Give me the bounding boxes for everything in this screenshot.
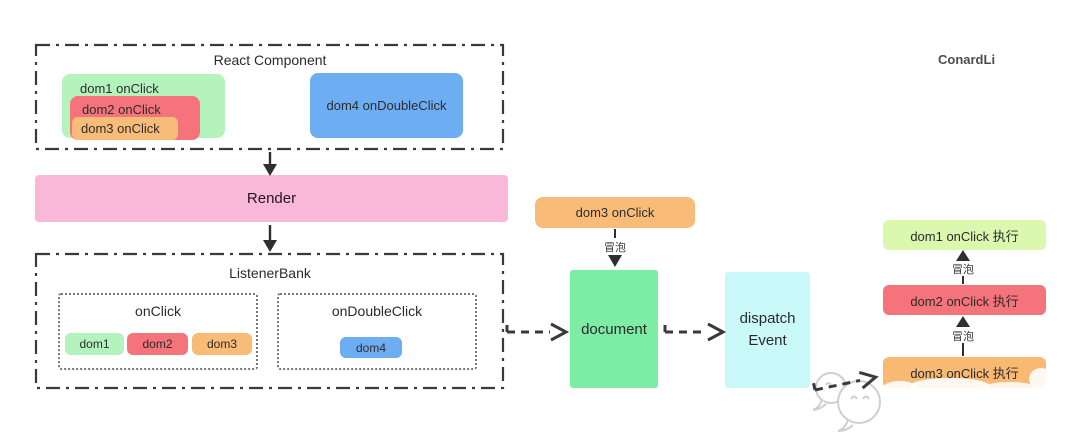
author-watermark: ConardLi [938,52,996,67]
trigger-dom3-onclick-box: dom3 onClick [535,197,695,228]
react-component-title: React Component [213,52,327,68]
render-step-label: Render [246,190,297,207]
exec-dom2-box: dom2 onClick 执行 [883,285,1046,315]
exec-dom3-box: dom3 onClick 执行 [883,357,1046,388]
chip-dom2-label: dom2 [142,337,173,351]
chip-dom2: dom2 [127,333,188,355]
chip-dom1-label: dom1 [79,337,110,351]
listener-group-onclick-title: onClick [135,303,181,319]
listener-group-onclick: onClick [58,293,258,370]
handler-dom3-onclick: dom3 onClick [72,117,178,140]
handler-dom2-label: dom2 onClick [82,102,161,117]
arrow-dispatch-to-exec3 [812,370,879,392]
document-label: document [581,320,647,338]
render-step-box: Render [35,175,508,222]
arrow-render-to-listenerbank [263,225,277,252]
exec-dom1-box: dom1 onClick 执行 [883,220,1046,250]
listener-group-ondoubleclick: onDoubleClick [277,293,477,370]
exec-dom3-label: dom3 onClick 执行 [910,366,1019,381]
watermark-doodle-icon [812,372,881,432]
arrow-document-to-dispatch [663,322,727,342]
exec-dom1-label: dom1 onClick 执行 [910,228,1019,244]
chip-dom4-label: dom4 [355,340,387,355]
listener-group-ondoubleclick-title: onDoubleClick [331,303,423,319]
chip-dom3-label: dom3 [206,337,238,351]
handler-dom3-label: dom3 onClick [81,121,160,136]
bubble-label-trigger: 冒泡 [604,242,626,254]
chip-dom1: dom1 [65,333,124,355]
bubble-label-exec-1: 冒泡 [952,264,974,276]
document-box: document [570,270,658,388]
handler-dom4-label: dom4 onDoubleClick [326,98,447,113]
handler-dom1-label: dom1 onClick [80,81,159,96]
handler-dom4-ondoubleclick: dom4 onDoubleClick [310,73,463,138]
chip-dom3: dom3 [192,333,252,355]
arrow-react-to-render [263,152,277,176]
chip-dom4: dom4 [340,337,402,358]
dispatch-event-label: dispatch Event [739,310,796,349]
bubble-label-exec-2: 冒泡 [952,331,974,343]
arrow-listenerbank-to-document [505,322,570,342]
listener-bank-title: ListenerBank [229,265,311,281]
exec-dom2-label: dom2 onClick 执行 [910,293,1019,309]
dispatch-event-box: dispatch Event [725,272,810,388]
trigger-dom3-onclick-label: dom3 onClick [575,205,655,220]
